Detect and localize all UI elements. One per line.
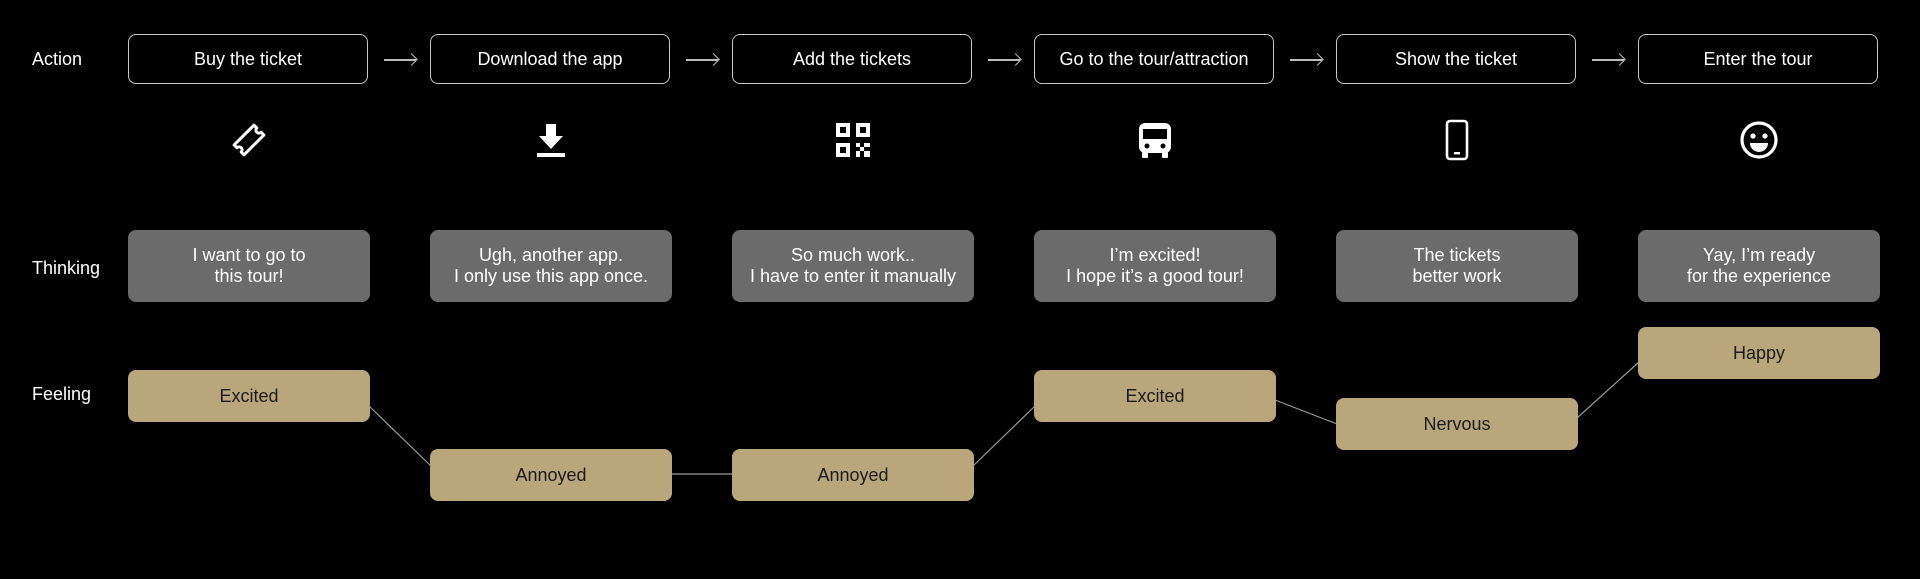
row-label-action: Action	[32, 49, 83, 69]
feeling-step-2: Annoyed	[430, 449, 672, 501]
feeling-step-4: Excited	[1034, 370, 1276, 422]
row-label-feeling: Feeling	[32, 384, 92, 404]
smiley-icon	[1735, 116, 1783, 164]
arrow-5-6	[1592, 59, 1624, 61]
thought-step-5: The tickets better work	[1336, 230, 1578, 302]
feeling-step-5: Nervous	[1336, 398, 1578, 450]
thought-step-1: I want to go to this tour!	[128, 230, 370, 302]
action-step-6: Enter the tour	[1638, 34, 1878, 84]
action-step-1: Buy the ticket	[128, 34, 368, 84]
arrow-1-2	[384, 59, 416, 61]
row-label-thinking: Thinking	[32, 258, 101, 278]
feeling-step-3: Annoyed	[732, 449, 974, 501]
phone-icon	[1433, 116, 1481, 164]
arrow-4-5	[1290, 59, 1322, 61]
thought-step-6: Yay, I’m ready for the experience	[1638, 230, 1880, 302]
feeling-step-1: Excited	[128, 370, 370, 422]
action-step-4: Go to the tour/attraction	[1034, 34, 1274, 84]
thought-step-2: Ugh, another app. I only use this app on…	[430, 230, 672, 302]
arrow-2-3	[686, 59, 718, 61]
action-step-2: Download the app	[430, 34, 670, 84]
download-icon	[527, 116, 575, 164]
qr-code-icon	[829, 116, 877, 164]
thought-step-4: I’m excited! I hope it’s a good tour!	[1034, 230, 1276, 302]
feeling-step-6: Happy	[1638, 327, 1880, 379]
ticket-icon	[225, 116, 273, 164]
arrow-3-4	[988, 59, 1020, 61]
action-step-3: Add the tickets	[732, 34, 972, 84]
action-step-5: Show the ticket	[1336, 34, 1576, 84]
thought-step-3: So much work.. I have to enter it manual…	[732, 230, 974, 302]
bus-icon	[1131, 116, 1179, 164]
